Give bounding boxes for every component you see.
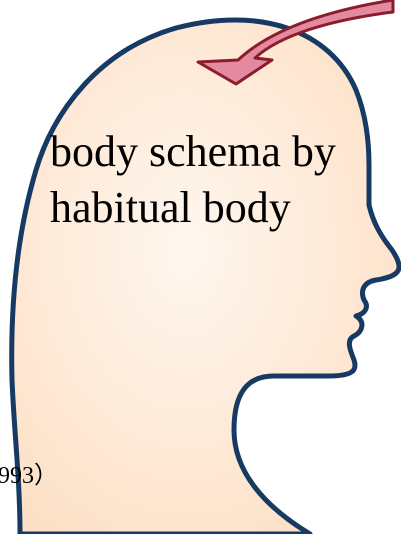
citation-fragment: 993） [0, 462, 58, 490]
diagram-caption: body schema by habitual body [50, 124, 336, 236]
caption-line-1: body schema by [50, 124, 336, 180]
caption-line-2: habitual body [50, 180, 336, 236]
head-silhouette-icon [12, 20, 399, 534]
